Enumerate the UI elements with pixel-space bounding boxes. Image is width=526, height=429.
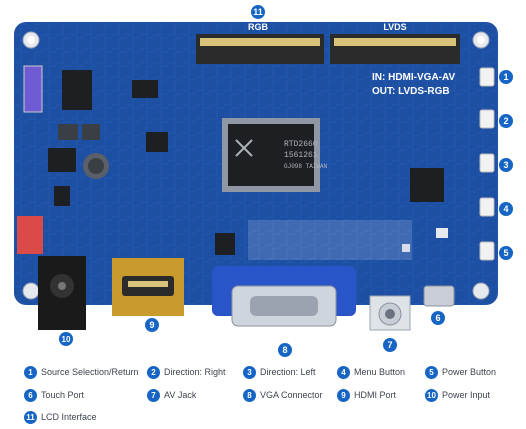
svg-text:6: 6	[435, 313, 440, 323]
legend-number: 7	[147, 388, 160, 402]
legend-label: Power Button	[442, 367, 497, 377]
legend-label: Source Selection/Return	[41, 367, 139, 377]
legend-item-6: 6 Touch Port	[24, 388, 84, 402]
svg-text:3: 3	[503, 160, 508, 170]
legend-number: 5	[425, 365, 438, 379]
callout-markers: 11 1 2 3 4 5 6 7 8 9 10	[59, 5, 513, 357]
svg-text:11: 11	[253, 7, 263, 17]
legend-number: 10	[425, 388, 438, 402]
rgb-label: RGB	[248, 22, 269, 32]
vga-connector	[212, 266, 356, 327]
legend-item-10: 10 Power Input	[425, 388, 490, 402]
chip-line-2: 1561261	[284, 151, 318, 160]
callout-3: 3	[499, 158, 513, 172]
small-components	[17, 65, 448, 260]
legend-label: Direction: Right	[164, 367, 226, 377]
legend-label: AV Jack	[164, 390, 197, 400]
lvds-label: LVDS	[383, 22, 406, 32]
board-photo: RGB LVDS IN: HDMI-VGA-AV OUT: LVDS-RGB R…	[14, 5, 513, 357]
power-input-jack	[38, 256, 86, 330]
callout-1: 1	[499, 70, 513, 84]
legend-label: VGA Connector	[260, 390, 323, 400]
legend-item-11: 11 LCD Interface	[24, 410, 97, 424]
legend-label: LCD Interface	[41, 412, 97, 422]
legend-label: Touch Port	[41, 390, 85, 400]
svg-text:7: 7	[387, 340, 392, 350]
svg-text:2: 2	[503, 116, 508, 126]
chip-line-3: GJ098 TAIWAN	[284, 163, 328, 170]
legend-number: 8	[243, 388, 256, 402]
legend-number: 4	[337, 365, 350, 379]
svg-text:5: 5	[503, 248, 508, 258]
legend-number: 9	[337, 388, 350, 402]
legend-item-9: 9 HDMI Port	[337, 388, 396, 402]
legend-item-7: 7 AV Jack	[147, 388, 196, 402]
legend-number: 11	[24, 410, 37, 424]
hdmi-port	[112, 258, 184, 316]
side-buttons	[479, 67, 495, 261]
callout-10: 10	[59, 332, 73, 346]
callout-5: 5	[499, 246, 513, 260]
callout-9: 9	[145, 318, 159, 332]
callout-7: 7	[383, 338, 397, 352]
callout-2: 2	[499, 114, 513, 128]
svg-text:8: 8	[282, 345, 287, 355]
legend-number: 2	[147, 365, 160, 379]
legend-item-5: 5 Power Button	[425, 365, 496, 379]
svg-text:10: 10	[62, 335, 71, 344]
chip-line-1: RTD2660	[284, 140, 318, 149]
touch-port	[423, 285, 455, 307]
main-chip: RTD2660 1561261 GJ098 TAIWAN	[222, 118, 328, 192]
legend-label: Power Input	[442, 390, 491, 400]
legend-item-8: 8 VGA Connector	[243, 388, 323, 402]
legend-label: Direction: Left	[260, 367, 316, 377]
silkscreen-out: OUT: LVDS-RGB	[372, 86, 450, 97]
legend-item-4: 4 Menu Button	[337, 365, 405, 379]
legend-label: HDMI Port	[354, 390, 397, 400]
legend-number: 1	[24, 365, 37, 379]
legend-label: Menu Button	[354, 367, 406, 377]
silkscreen-in: IN: HDMI-VGA-AV	[372, 72, 455, 83]
legend-item-1: 1 Source Selection/Return	[24, 365, 139, 379]
legend-item-2: 2 Direction: Right	[147, 365, 226, 379]
svg-text:1: 1	[503, 72, 508, 82]
legend-number: 3	[243, 365, 256, 379]
svg-text:9: 9	[149, 320, 154, 330]
legend-item-3: 3 Direction: Left	[243, 365, 316, 379]
legend-number: 6	[24, 388, 37, 402]
callout-11: 11	[251, 5, 265, 19]
callout-4: 4	[499, 202, 513, 216]
callout-6: 6	[431, 311, 445, 325]
lcd-interface-connectors: RGB LVDS	[196, 22, 460, 64]
svg-text:4: 4	[503, 204, 508, 214]
av-jack	[369, 295, 411, 331]
callout-8: 8	[278, 343, 292, 357]
